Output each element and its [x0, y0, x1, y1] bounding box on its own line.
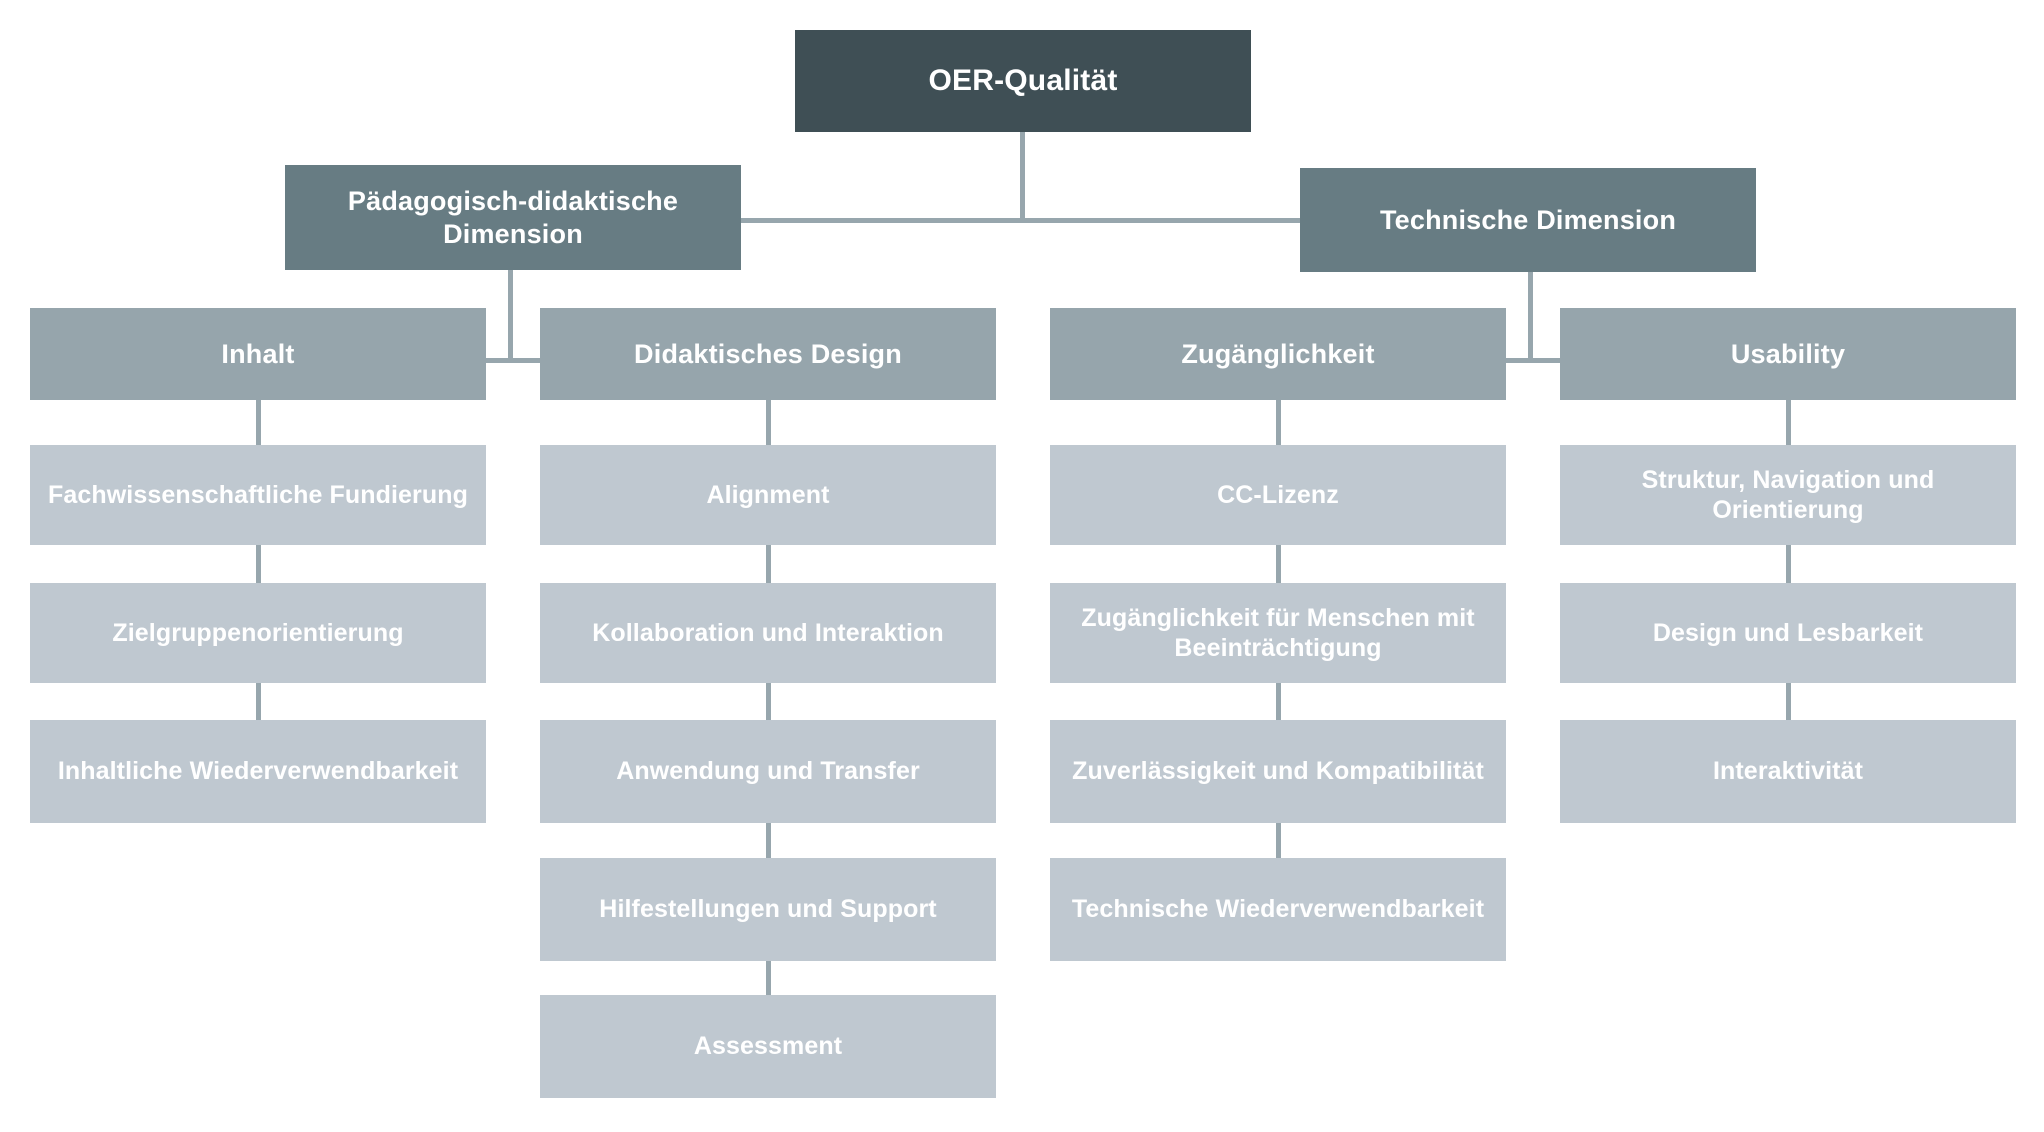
node-criterion-zugaenglichkeit-beeintraechtigung[interactable]: Zugänglichkeit für Menschen mit Beeinträ…	[1050, 583, 1506, 683]
node-criterion-fachwissenschaftliche-fundierung[interactable]: Fachwissenschaftliche Fundierung	[30, 445, 486, 545]
node-criterion-zuverlaessigkeit-und-kompatibilitaet[interactable]: Zuverlässigkeit und Kompatibilität	[1050, 720, 1506, 823]
node-criterion-anwendung-und-transfer[interactable]: Anwendung und Transfer	[540, 720, 996, 823]
node-criterion-kollaboration-und-interaktion[interactable]: Kollaboration und Interaktion	[540, 583, 996, 683]
node-criterion-design-und-lesbarkeit[interactable]: Design und Lesbarkeit	[1560, 583, 2016, 683]
connector-right-dimension-down	[1528, 272, 1533, 362]
node-criterion-assessment[interactable]: Assessment	[540, 995, 996, 1098]
node-criterion-hilfestellungen-und-support[interactable]: Hilfestellungen und Support	[540, 858, 996, 961]
node-dimension-paedagogisch-didaktisch[interactable]: Pädagogisch-didaktische Dimension	[285, 165, 741, 270]
node-criterion-alignment[interactable]: Alignment	[540, 445, 996, 545]
node-criterion-zielgruppenorientierung[interactable]: Zielgruppenorientierung	[30, 583, 486, 683]
node-category-zugaenglichkeit[interactable]: Zugänglichkeit	[1050, 308, 1506, 400]
node-criterion-struktur-navigation-orientierung[interactable]: Struktur, Navigation und Orientierung	[1560, 445, 2016, 545]
node-category-usability[interactable]: Usability	[1560, 308, 2016, 400]
connector-dimension-spine	[740, 218, 1302, 223]
connector-left-dimension-down	[508, 270, 513, 362]
node-criterion-interaktivitaet[interactable]: Interaktivität	[1560, 720, 2016, 823]
node-category-didaktisches-design[interactable]: Didaktisches Design	[540, 308, 996, 400]
node-criterion-technische-wiederverwendbarkeit[interactable]: Technische Wiederverwendbarkeit	[1050, 858, 1506, 961]
node-dimension-technisch[interactable]: Technische Dimension	[1300, 168, 1756, 272]
node-criterion-cc-lizenz[interactable]: CC-Lizenz	[1050, 445, 1506, 545]
connector-left-dimension-bar	[258, 358, 758, 363]
node-root-oer-qualitaet[interactable]: OER-Qualität	[795, 30, 1251, 132]
connector-right-dimension-bar	[1278, 358, 1778, 363]
node-criterion-inhaltliche-wiederverwendbarkeit[interactable]: Inhaltliche Wiederverwendbarkeit	[30, 720, 486, 823]
node-category-inhalt[interactable]: Inhalt	[30, 308, 486, 400]
connector-root-down	[1020, 132, 1025, 222]
